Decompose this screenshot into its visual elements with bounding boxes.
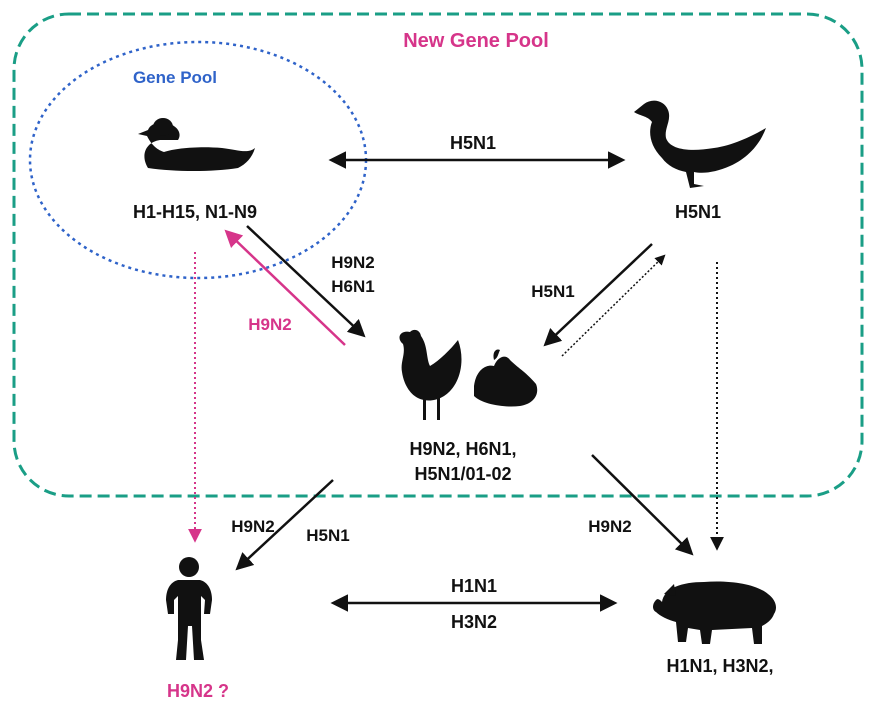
pig-label: H1N1, H3N2, [666,656,773,676]
wild-duck-label: H1-H15, N1-N9 [133,202,257,222]
label-poultry-to-pig: H9N2 [588,517,631,536]
human-icon [166,557,212,660]
new-gene-pool-title: New Gene Pool [403,30,549,52]
arrow-poultry-to-wild [224,229,346,346]
arrow-poultry-to-pig [591,454,694,556]
label-duck-poultry: H5N1 [531,282,574,301]
domestic-duck-label: H5N1 [675,202,721,222]
poultry-label-line1: H9N2, H6N1, [409,439,516,459]
pig-icon [653,581,776,644]
label-wild-to-poultry-1: H9N2 [331,253,374,272]
wild-duck-icon [138,118,255,171]
arrow-wild-to-poultry [246,225,366,338]
arrow-poultry-to-human [235,479,334,571]
label-wild-domestic-duck: H5N1 [450,133,496,153]
label-human-pig-1: H1N1 [451,576,497,596]
human-label: H9N2 ? [167,681,229,701]
arrow-duck-to-poultry [543,243,653,347]
poultry-label-line2: H5N1/01-02 [414,464,511,484]
label-human-pig-2: H3N2 [451,612,497,632]
label-poultry-to-human-b: H5N1 [306,526,349,545]
chicken-quail-icon [399,329,538,420]
gene-pool-title: Gene Pool [133,68,217,87]
label-wild-to-poultry-2: H6N1 [331,277,374,296]
new-gene-pool-boundary [12,12,864,498]
label-poultry-to-human-a: H9N2 [231,517,274,536]
arrow-poultry-to-duck [561,254,666,357]
label-poultry-to-wild: H9N2 [248,315,291,334]
domestic-duck-icon [634,100,766,188]
